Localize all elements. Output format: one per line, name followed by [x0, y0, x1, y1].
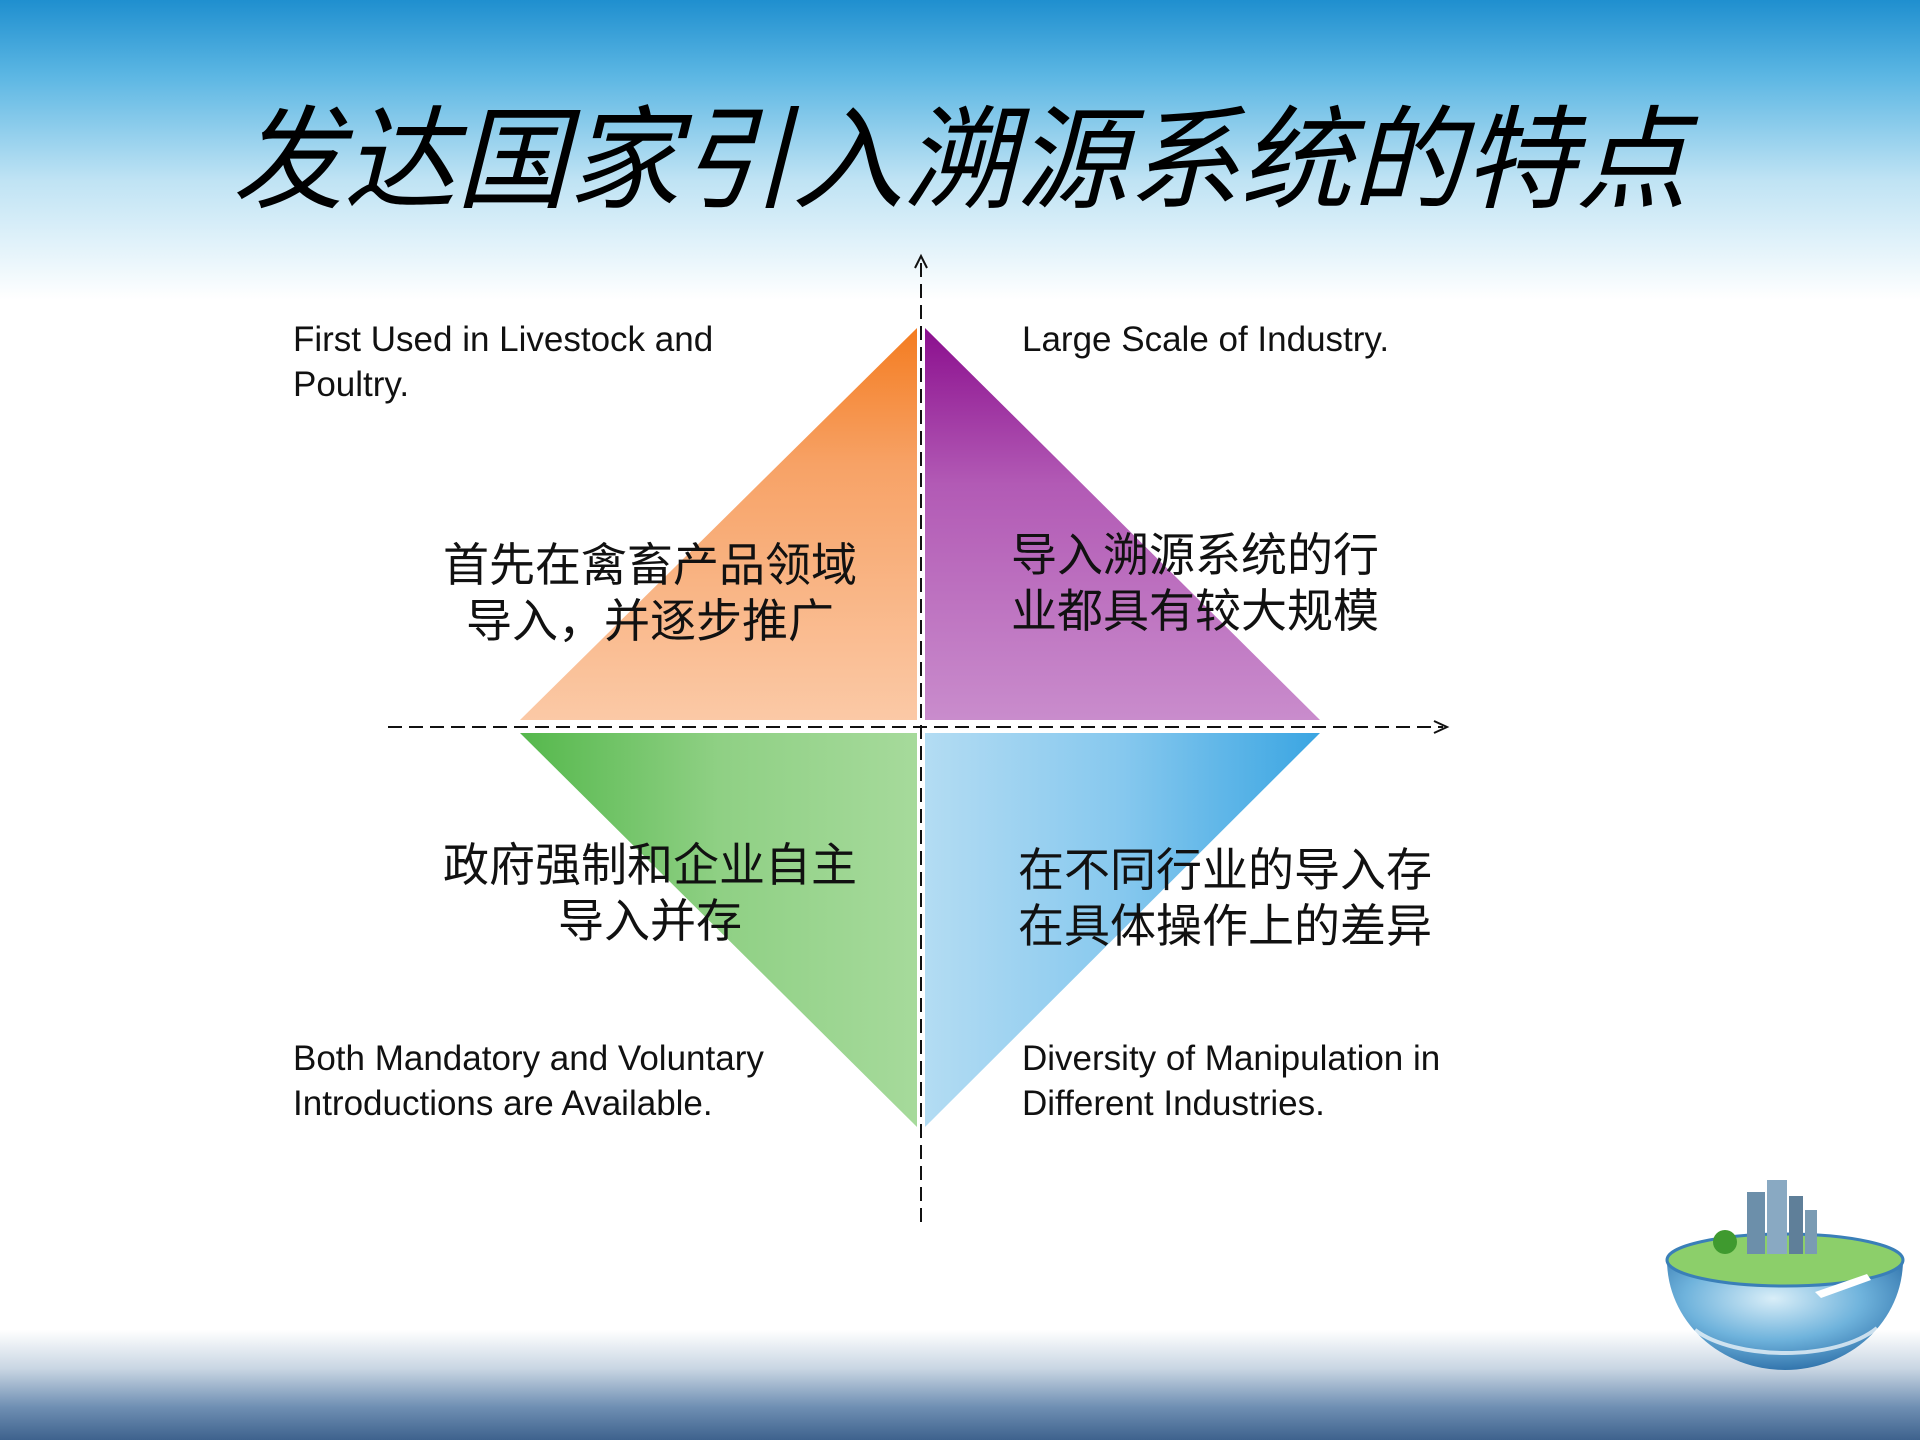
- top-left-chinese-text: 首先在禽畜产品领域 导入，并逐步推广: [443, 538, 857, 648]
- vertical-axis-arrow: [914, 253, 928, 269]
- slide-title: 发达国家引入溯源系统的特点: [232, 96, 1688, 226]
- quadrant-top-left-triangle: [520, 328, 917, 720]
- city-building: [1805, 1210, 1817, 1254]
- bottom-right-chinese-text: 在不同行业的导入存 在具体操作上的差异: [1018, 843, 1432, 953]
- city-building: [1747, 1192, 1765, 1254]
- footer-gradient: [0, 1330, 1920, 1440]
- quadrant-bottom-left-triangle: [520, 733, 917, 1127]
- bottom-left-english-label: Both Mandatory and Voluntary Introductio…: [293, 1039, 764, 1123]
- city-building: [1767, 1180, 1787, 1254]
- header-gradient: [0, 0, 1920, 300]
- globe-city-logo: [1665, 1180, 1905, 1370]
- horizontal-axis-arrow: [1433, 720, 1450, 734]
- bottom-right-english-label: Diversity of Manipulation in Different I…: [1022, 1039, 1441, 1123]
- top-left-english-label: First Used in Livestock and Poultry.: [293, 320, 714, 404]
- top-right-chinese-text: 导入溯源系统的行 业都具有较大规模: [1011, 528, 1379, 638]
- quadrant-bottom-right-triangle: [925, 733, 1320, 1127]
- quadrant-top-right-triangle: [925, 328, 1320, 720]
- bottom-left-chinese-text: 政府强制和企业自主 导入并存: [443, 838, 857, 948]
- ship-icon: [1815, 1274, 1871, 1298]
- top-right-english-label: Large Scale of Industry.: [1022, 320, 1390, 359]
- tree-icon: [1713, 1230, 1737, 1254]
- city-building: [1789, 1196, 1803, 1254]
